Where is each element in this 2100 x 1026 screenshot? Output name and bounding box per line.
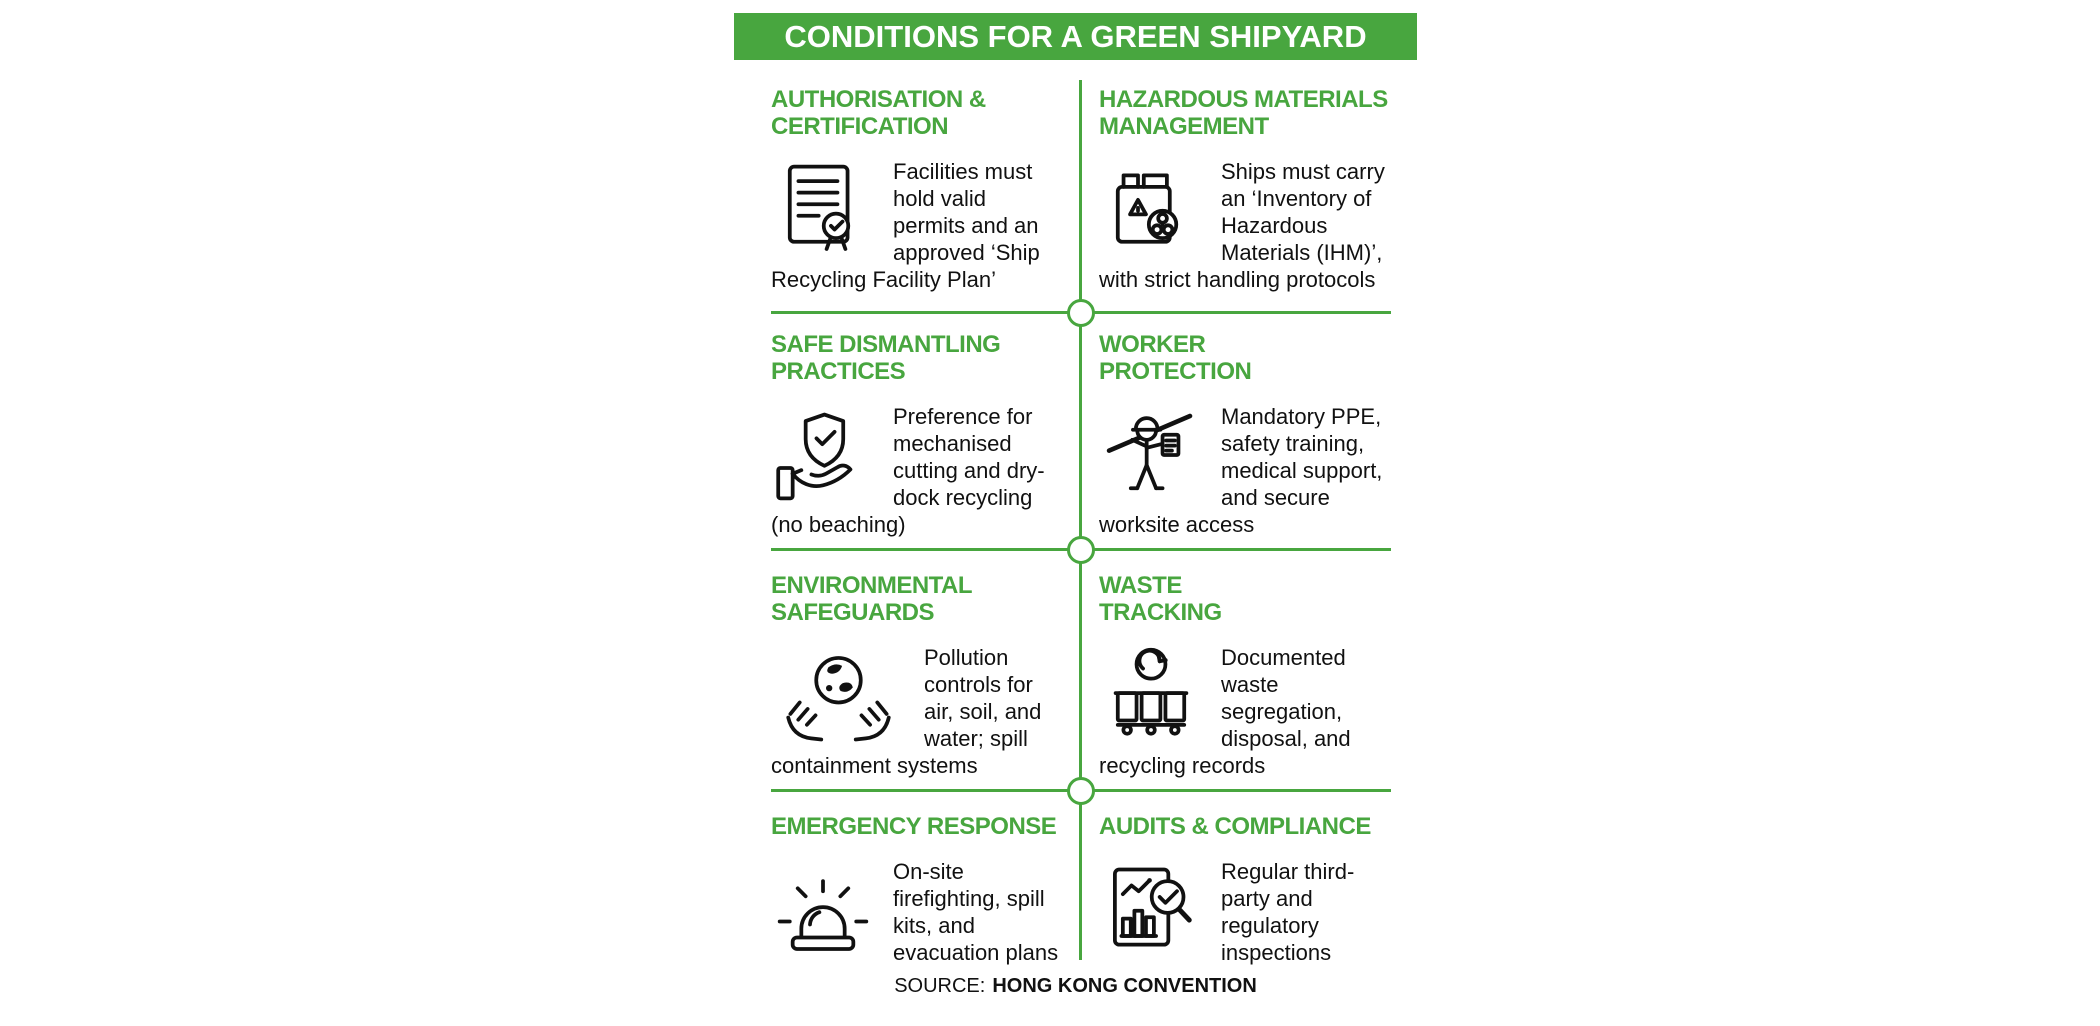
section-heading: WORKER PROTECTION: [1099, 331, 1252, 385]
section-body: Regular third-party and regulatory inspe…: [1099, 858, 1391, 966]
section-body: Mandatory PPE, safety training, medical …: [1099, 403, 1391, 538]
title-bar: CONDITIONS FOR A GREEN SHIPYARD: [734, 13, 1417, 60]
section-environmental-safeguards: ENVIRONMENTAL SAFEGUARDS Pollution contr…: [771, 572, 1063, 779]
waste-bins-icon: [1099, 644, 1203, 748]
divider-node-2: [1067, 536, 1095, 564]
section-hazardous-materials: HAZARDOUS MATERIALS MANAGEMENT: [1099, 86, 1391, 293]
section-text: Regular third-party and regulatory inspe…: [1221, 859, 1355, 965]
section-body: Ships must carry an ‘Inventory of Hazard…: [1099, 158, 1391, 293]
hands-globe-icon: [771, 644, 906, 748]
page-title: CONDITIONS FOR A GREEN SHIPYARD: [784, 18, 1367, 54]
section-body: Facilities must hold valid permits and a…: [771, 158, 1063, 293]
section-emergency-response: EMERGENCY RESPONSE On-site firefighting,…: [771, 813, 1063, 966]
section-body: Documented waste segregation, disposal, …: [1099, 644, 1391, 779]
divider-vertical: [1079, 80, 1082, 960]
section-text: Mandatory PPE, safety training, medical …: [1099, 404, 1383, 537]
source-line: SOURCE: HONG KONG CONVENTION: [734, 975, 1417, 998]
worker-ppe-icon: [1099, 403, 1203, 507]
section-heading: AUTHORISATION & CERTIFICATION: [771, 86, 986, 140]
section-text: Documented waste segregation, disposal, …: [1099, 645, 1351, 778]
section-waste-tracking: WASTE TRACKING: [1099, 572, 1391, 779]
section-authorisation-certification: AUTHORISATION & CERTIFICATION Facilities: [771, 86, 1063, 293]
section-safe-dismantling: SAFE DISMANTLING PRACTICES Preference fo…: [771, 331, 1063, 538]
section-heading: AUDITS & COMPLIANCE: [1099, 813, 1371, 840]
source-name: HONG KONG CONVENTION: [992, 975, 1257, 997]
hazard-canister-icon: [1099, 158, 1203, 262]
audit-magnifier-icon: [1099, 858, 1203, 962]
section-text: Pollution controls for air, soil, and wa…: [771, 645, 1042, 778]
section-worker-protection: WORKER PROTECTION: [1099, 331, 1391, 538]
section-heading: ENVIRONMENTAL SAFEGUARDS: [771, 572, 973, 626]
section-text: Facilities must hold valid permits and a…: [771, 159, 1040, 292]
section-body: Preference for mechanised cutting and dr…: [771, 403, 1063, 538]
shield-hand-icon: [771, 403, 875, 507]
section-heading: WASTE TRACKING: [1099, 572, 1222, 626]
section-text: On-site firefighting, spill kits, and ev…: [893, 859, 1059, 965]
divider-node-3: [1067, 777, 1095, 805]
section-audits-compliance: AUDITS & COMPLIANCE: [1099, 813, 1391, 966]
section-heading: EMERGENCY RESPONSE: [771, 813, 1057, 840]
section-text: Preference for mechanised cutting and dr…: [771, 404, 1045, 537]
section-text: Ships must carry an ‘Inventory of Hazard…: [1099, 159, 1385, 292]
certificate-seal-icon: [771, 158, 875, 262]
sections-grid: AUTHORISATION & CERTIFICATION Facilities: [771, 80, 1391, 965]
divider-node-1: [1067, 299, 1095, 327]
section-heading: SAFE DISMANTLING PRACTICES: [771, 331, 1001, 385]
section-body: Pollution controls for air, soil, and wa…: [771, 644, 1063, 779]
siren-icon: [771, 858, 875, 962]
section-heading: HAZARDOUS MATERIALS MANAGEMENT: [1099, 86, 1388, 140]
section-body: On-site firefighting, spill kits, and ev…: [771, 858, 1063, 966]
source-prefix: SOURCE:: [894, 975, 986, 997]
